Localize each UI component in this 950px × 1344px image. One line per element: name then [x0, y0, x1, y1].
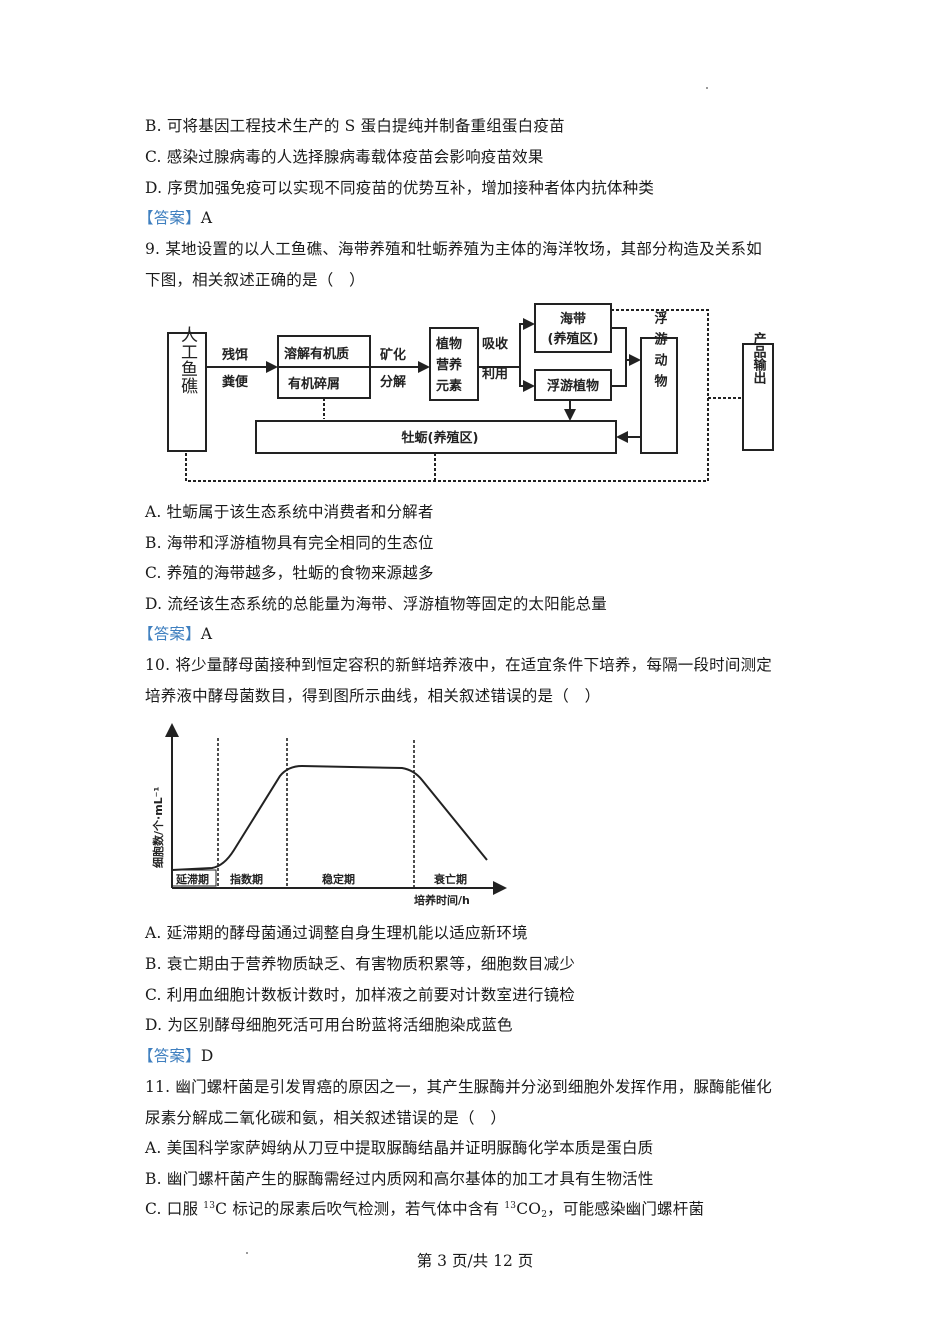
q9-option-d: D. 流经该生态系统的总能量为海带、浮游植物等固定的太阳能总量	[145, 595, 607, 613]
q9-stem-line2: 下图，相关叙述正确的是（ ）	[145, 271, 365, 289]
oyster-label: 牡蛎(养殖区)	[402, 430, 479, 446]
growth-curve	[171, 764, 488, 871]
kelp-label: 海带	[560, 311, 586, 327]
nutrients-line3: 元素	[436, 378, 462, 394]
answer-label: 【答案】	[138, 209, 201, 227]
q9-option-a: A. 牡蛎属于该生态系统中消费者和分解者	[145, 503, 434, 521]
decompose-label: 分解	[380, 374, 406, 390]
option-c-prefix: C. 口服	[145, 1200, 204, 1218]
mineralize-label: 矿化	[380, 347, 406, 363]
x-axis-label: 培养时间/h	[414, 893, 470, 907]
q11-option-c: C. 口服 13C 标记的尿素后吹气检测，若气体中含有 13CO2，可能感染幽门…	[145, 1199, 705, 1220]
feces-label: 粪便	[222, 374, 249, 390]
page-footer: 第 3 页/共 12 页	[416, 1252, 534, 1270]
utilize-label: 利用	[482, 366, 508, 382]
q10-stem-line2: 培养液中酵母菌数目，得到图所示曲线，相关叙述错误的是（ ）	[145, 687, 601, 705]
scan-speck	[706, 87, 708, 89]
q10-option-d: D. 为区别酵母细胞死活可用台盼蓝将活细胞染成蓝色	[145, 1016, 513, 1034]
isotope-superscript: 13	[504, 1201, 517, 1211]
ocean-ranch-diagram: 人工鱼礁 残饵 粪便 溶解有机质 有机碎屑 矿化 分解 植物 营养 元素 吸收 …	[167, 303, 774, 482]
q8-option-c: C. 感染过腺病毒的人选择腺病毒载体疫苗会影响疫苗效果	[145, 148, 544, 166]
q10-option-c: C. 利用血细胞计数板计数时，加样液之前要对计数室进行镜检	[145, 986, 575, 1004]
phase-decline-label: 衰亡期	[433, 872, 467, 886]
organic-debris-label: 有机碎屑	[288, 376, 340, 392]
q8-answer: 【答案】A	[138, 208, 212, 228]
artificial-reef-label: 人工鱼礁	[177, 326, 198, 394]
absorb-label: 吸收	[482, 336, 509, 352]
option-c-suffix: ，可能感染幽门螺杆菌	[547, 1200, 705, 1218]
phase-log-label: 指数期	[230, 872, 263, 886]
zooplankton-box	[640, 337, 678, 454]
artificial-reef-box	[167, 332, 207, 452]
q11-option-a: A. 美国科学家萨姆纳从刀豆中提取脲酶结晶并证明脲酶化学本质是蛋白质	[145, 1139, 654, 1157]
q10-option-a: A. 延滞期的酵母菌通过调整自身生理机能以适应新环境	[145, 924, 528, 942]
zooplankton-label: 浮游动物	[652, 310, 668, 395]
product-output-label: 产品输出	[751, 331, 767, 385]
q9-option-c: C. 养殖的海带越多，牡蛎的食物来源越多	[145, 564, 434, 582]
q9-stem-line1: 9. 某地设置的以人工鱼礁、海带养殖和牡蛎养殖为主体的海洋牧场，其部分构造及关系…	[145, 240, 762, 258]
yeast-growth-curve-chart: 延滞期 指数期 稳定期 衰亡期 培养时间/h 细胞数/个·mL⁻¹	[151, 723, 507, 907]
q8-option-b: B. 可将基因工程技术生产的 S 蛋白提纯并制备重组蛋白疫苗	[145, 117, 565, 135]
option-c-mid: C 标记的尿素后吹气检测，若气体中含有	[215, 1200, 505, 1218]
isotope-superscript: 13	[203, 1201, 216, 1211]
answer-label: 【答案】	[138, 625, 201, 643]
dissolved-organic-label: 溶解有机质	[284, 346, 349, 362]
scan-speck	[246, 1252, 248, 1254]
answer-value: A	[200, 625, 213, 643]
q11-stem-line1: 11. 幽门螺杆菌是引发胃癌的原因之一，其产生脲酶并分泌到细胞外发挥作用，脲酶能…	[145, 1078, 772, 1096]
q10-stem-line1: 10. 将少量酵母菌接种到恒定容积的新鲜培养液中，在适宜条件下培养，每隔一段时间…	[145, 656, 772, 674]
q11-stem-line2: 尿素分解成二氧化碳和氨，相关叙述错误的是（ ）	[145, 1109, 507, 1127]
answer-label: 【答案】	[138, 1047, 201, 1065]
phase-lag-label: 延滞期	[175, 872, 209, 886]
phytoplankton-label: 浮游植物	[547, 378, 599, 394]
q8-option-d: D. 序贯加强免疫可以实现不同疫苗的优势互补，增加接种者体内抗体种类	[145, 179, 655, 197]
nutrients-line1: 植物	[435, 336, 462, 352]
nutrients-box	[429, 327, 479, 401]
y-axis-label: 细胞数/个·mL⁻¹	[151, 787, 165, 868]
subscript: 2	[541, 1210, 548, 1220]
product-output-box	[742, 343, 774, 451]
q9-answer: 【答案】A	[138, 624, 212, 644]
q9-option-b: B. 海带和浮游植物具有完全相同的生态位	[145, 534, 434, 552]
co2-formula: CO	[516, 1200, 542, 1218]
q11-option-b: B. 幽门螺杆菌产生的脲酶需经过内质网和高尔基体的加工才具有生物活性	[145, 1170, 654, 1188]
q10-answer: 【答案】D	[138, 1046, 213, 1066]
leftover-feed-label: 残饵	[222, 347, 248, 363]
q10-option-b: B. 衰亡期由于营养物质缺乏、有害物质积累等，细胞数目减少	[145, 955, 576, 973]
answer-value: A	[200, 209, 213, 227]
phase-stationary-label: 稳定期	[322, 872, 355, 886]
nutrients-line2: 营养	[436, 357, 463, 373]
kelp-area-label: (养殖区)	[548, 331, 599, 347]
answer-value: D	[200, 1047, 214, 1065]
